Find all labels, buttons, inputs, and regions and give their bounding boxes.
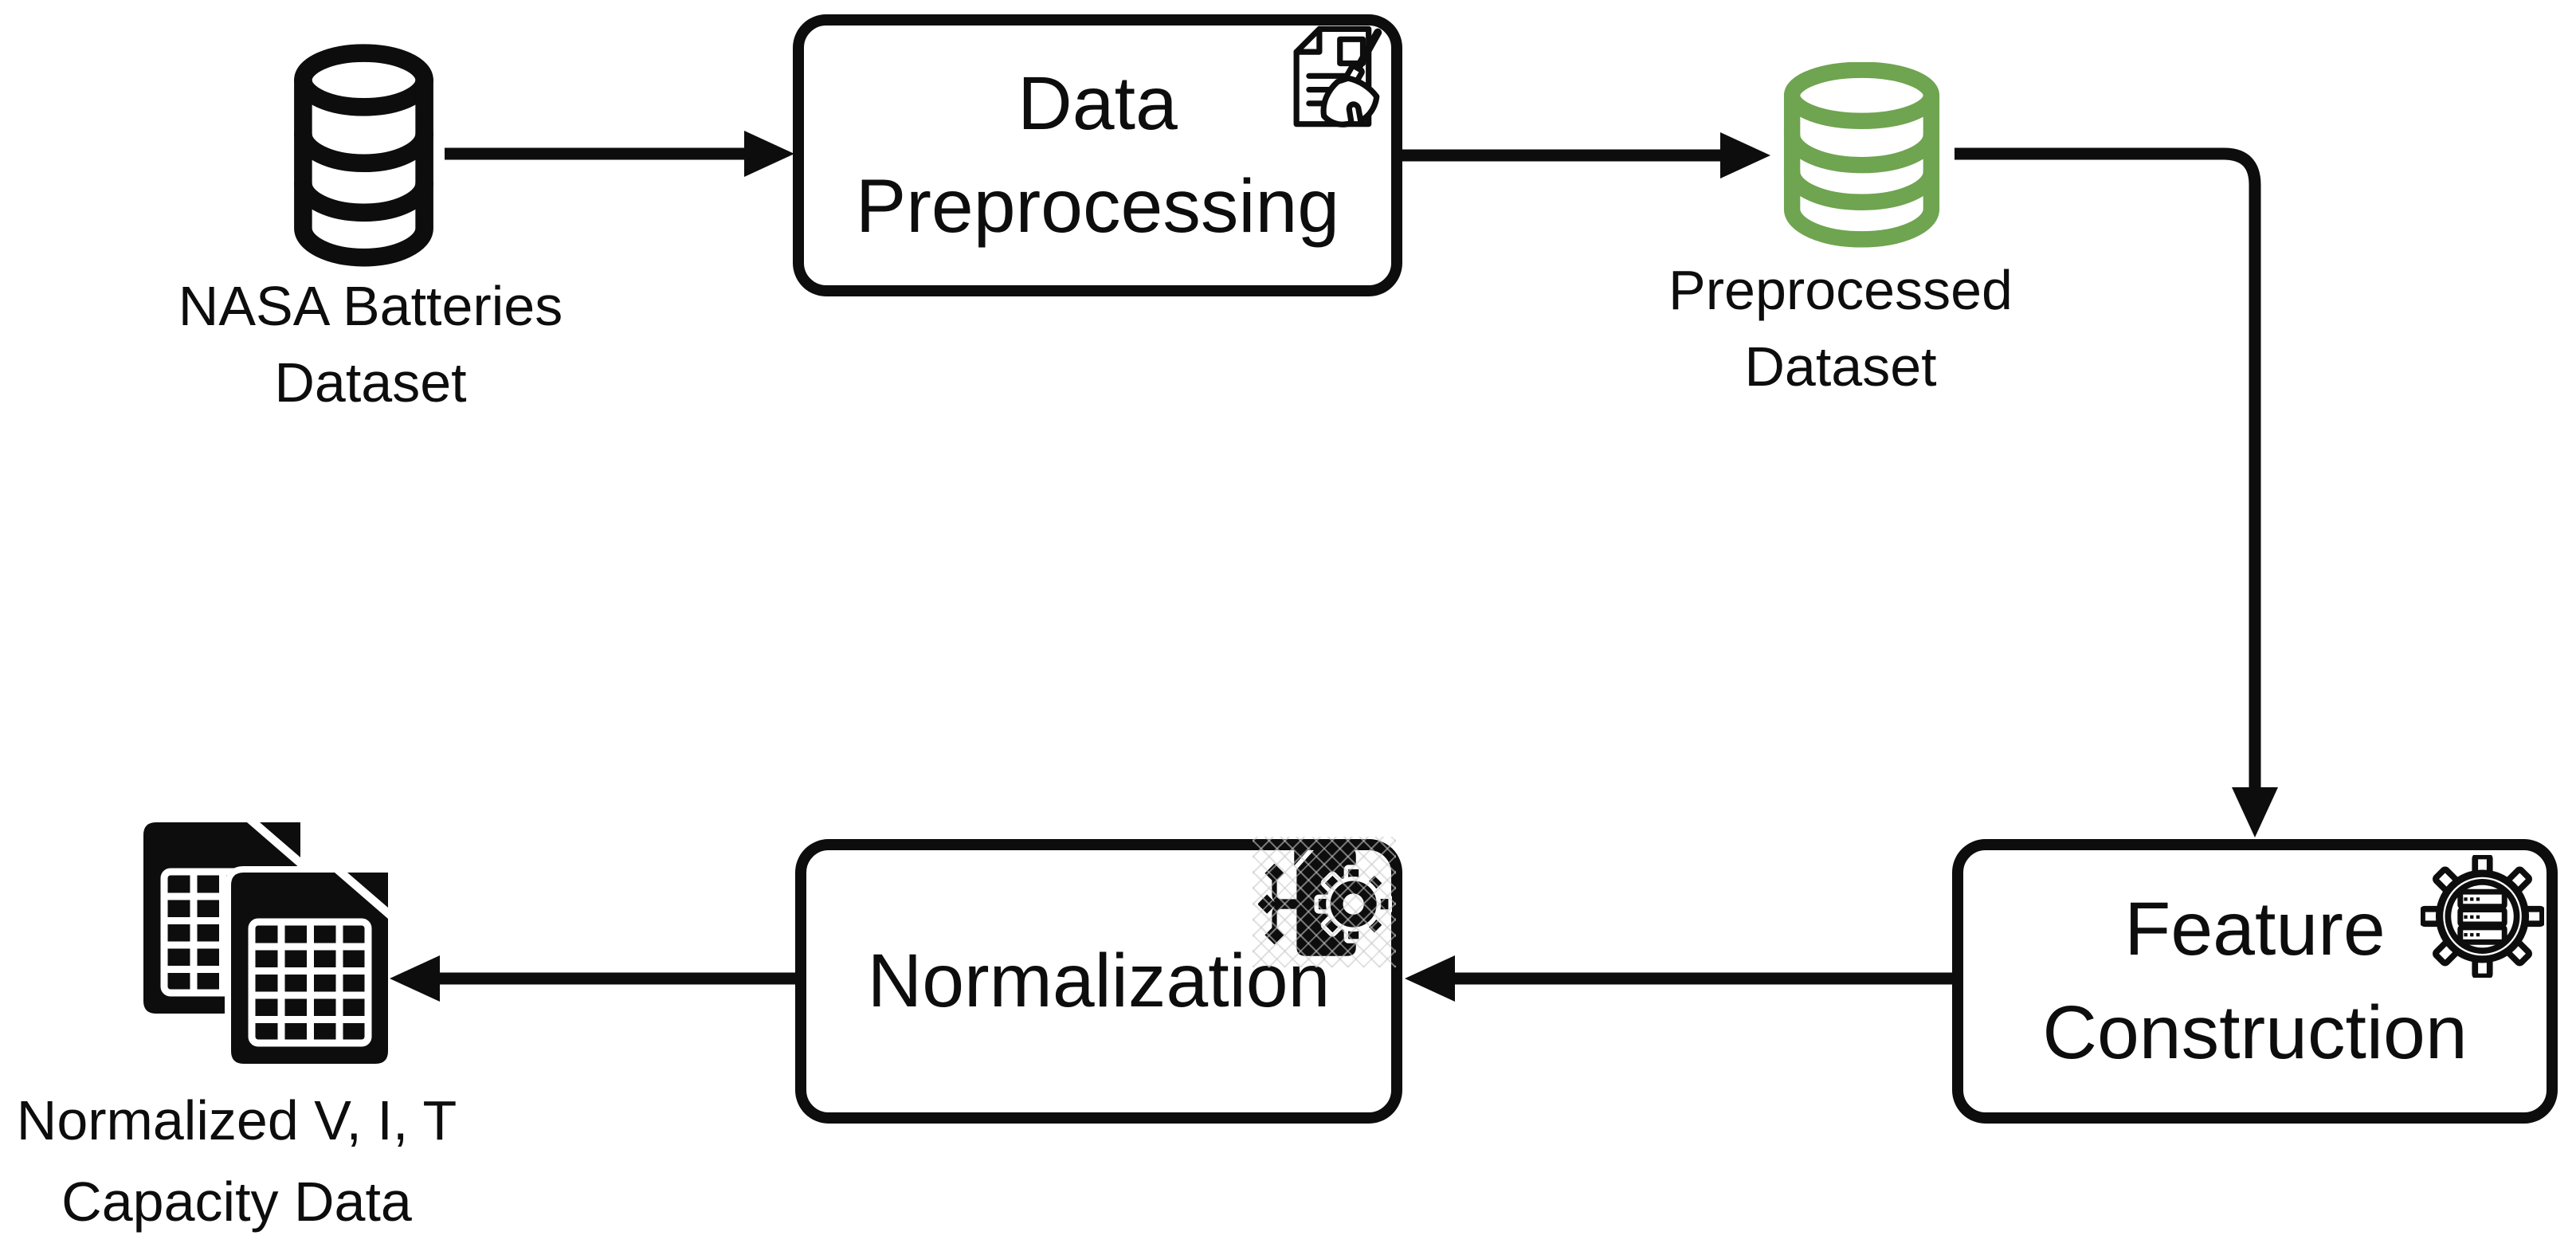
arrow-normalization-to-output xyxy=(390,955,795,1002)
preprocessed-dataset-label-line2: Dataset xyxy=(1744,335,1937,398)
preprocessed-dataset-label: Preprocessed Dataset xyxy=(1594,252,2088,405)
data-preprocessing-label-line2: Preprocessing xyxy=(855,164,1340,249)
feature-construction-label-line1: Feature xyxy=(2124,887,2386,972)
database-icon xyxy=(1783,62,1940,248)
data-preprocessing-label-line1: Data xyxy=(1017,61,1178,146)
gear-servers-icon xyxy=(2421,855,2544,978)
document-broom-icon xyxy=(1293,25,1382,127)
front-spreadsheet-file xyxy=(225,866,388,1064)
preprocessed-dataset-label-line1: Preprocessed xyxy=(1668,259,2013,321)
source-dataset-label-line2: Dataset xyxy=(274,351,467,414)
source-dataset-label: NASA Batteries Dataset xyxy=(124,268,618,421)
spreadsheet-files-icon xyxy=(143,822,388,1064)
arrow-feature-construction-to-normalization xyxy=(1405,955,1952,1002)
output-data-label-line2: Capacity Data xyxy=(61,1171,412,1233)
output-data-label-line1: Normalized V, I, T xyxy=(16,1089,457,1151)
source-dataset-label-line1: NASA Batteries xyxy=(178,275,563,337)
output-data-label: Normalized V, I, T Capacity Data xyxy=(0,1080,484,1242)
feature-construction-node: Feature Construction xyxy=(1952,839,2558,1124)
data-preprocessing-node: Data Preprocessing xyxy=(793,14,1402,296)
arrow-preprocessing-to-dataset xyxy=(1402,132,1770,178)
document-gear-icon xyxy=(1253,837,1396,967)
arrow-source-to-preprocessing xyxy=(445,131,794,177)
arrow-dataset-to-feature-construction xyxy=(1955,147,2278,837)
database-icon xyxy=(294,44,433,267)
feature-construction-label-line2: Construction xyxy=(2042,990,2468,1075)
